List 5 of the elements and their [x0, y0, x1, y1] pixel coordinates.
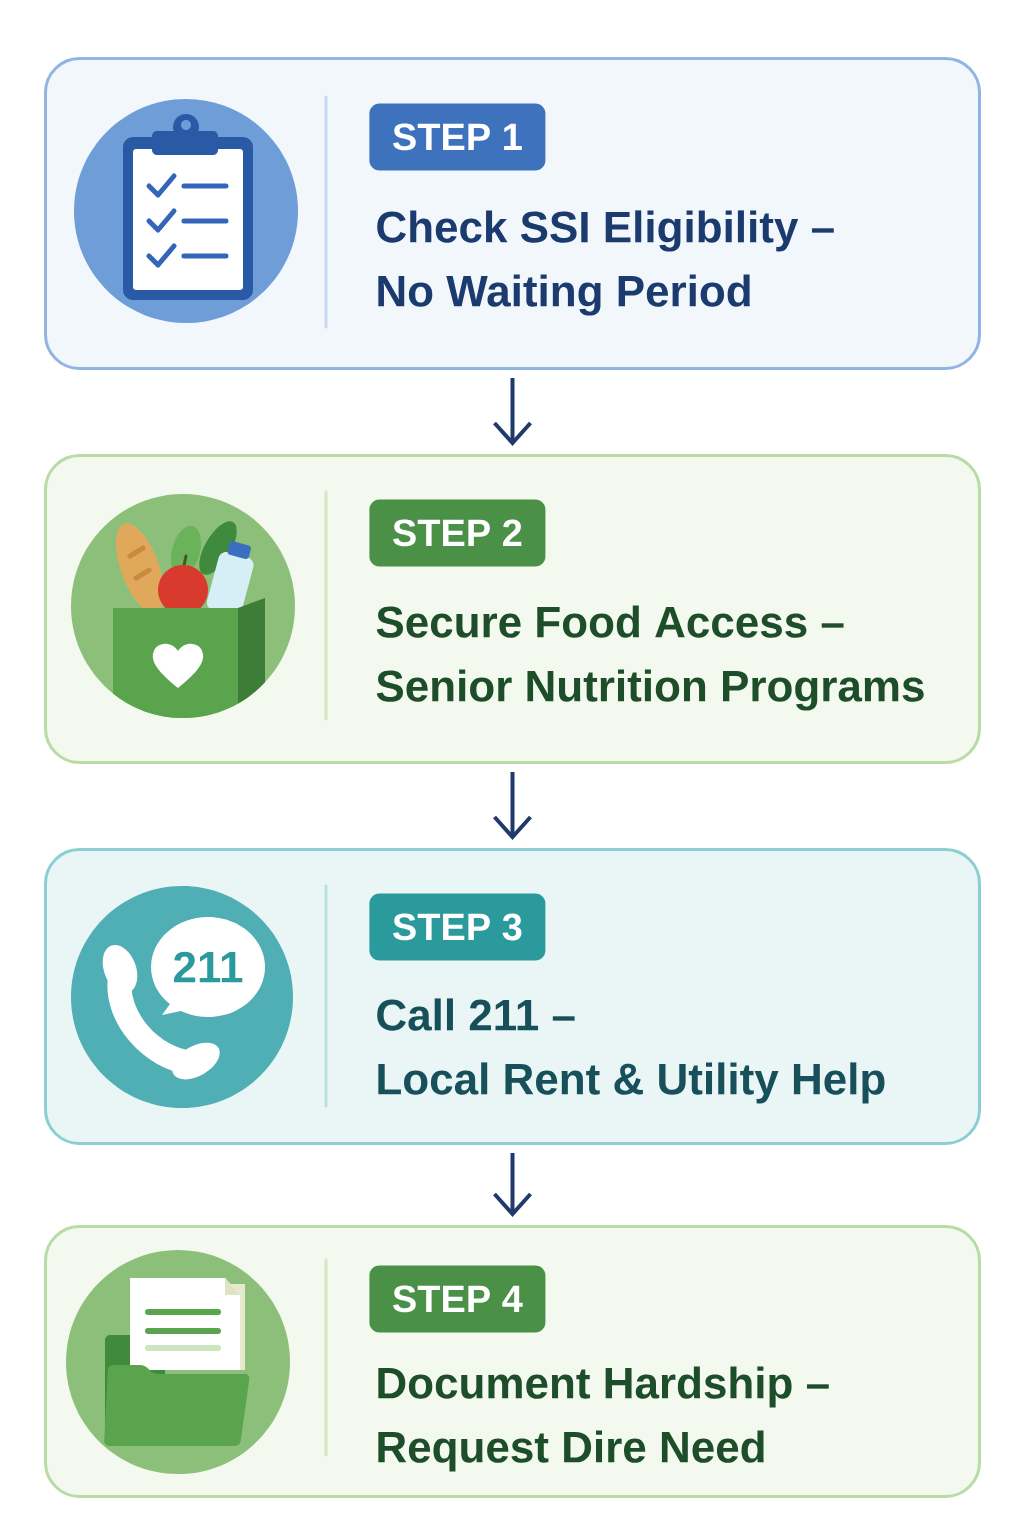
- step-badge: STEP 2: [369, 499, 546, 567]
- step-badge: STEP 3: [369, 893, 546, 961]
- step-badge: STEP 4: [369, 1265, 546, 1333]
- step-badge: STEP 1: [369, 103, 546, 171]
- speech-bubble: 211: [151, 917, 265, 1017]
